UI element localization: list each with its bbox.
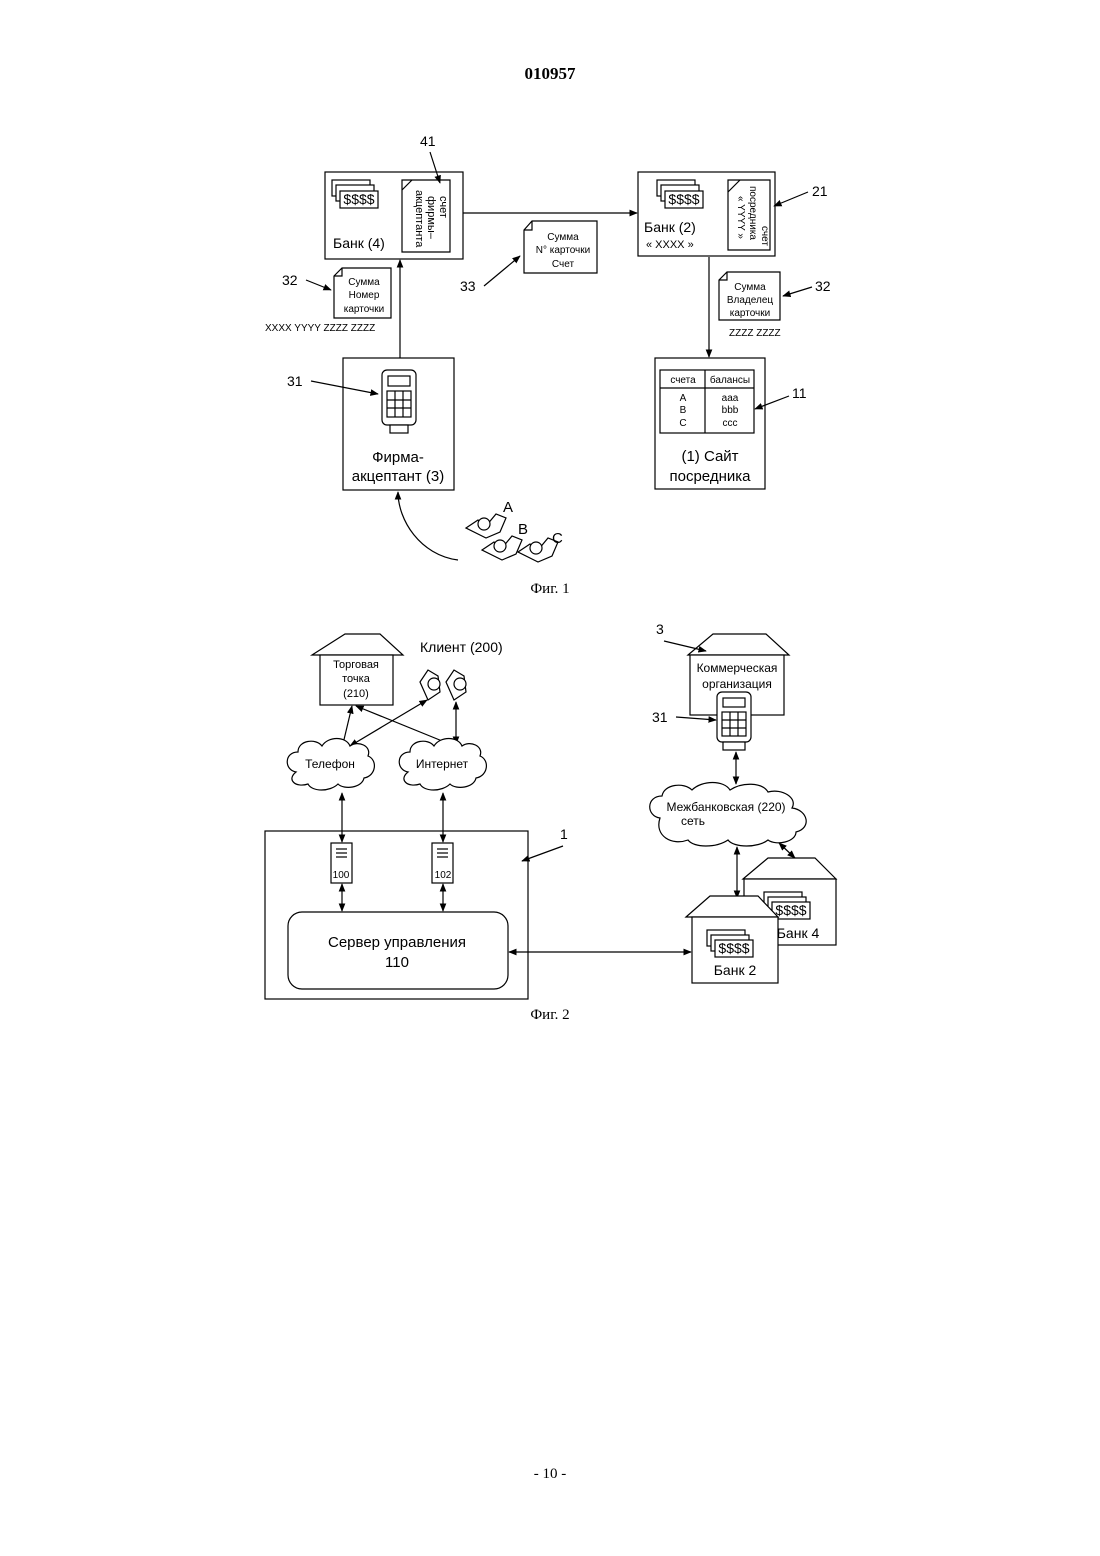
svg-text:Телефон: Телефон [305,757,355,771]
internet-cloud: Интернет [399,739,486,791]
acceptor-box: Фирма- акцептант (3) [343,358,454,490]
svg-text:$$$$: $$$$ [775,902,806,918]
svg-text:102: 102 [435,870,452,881]
svg-text:Банк 4: Банк 4 [777,925,820,941]
client-person-icon [420,670,466,700]
account-document-icon: счет посредника « YYYY » [728,180,770,250]
svg-text:точка: точка [342,673,371,685]
bank-4-box: $$$$ счет фирмы– акцептанта Банк (4) [325,172,463,259]
control-server: Сервер управления 110 [288,912,508,989]
interbank-network-cloud: Межбанковская (220) сеть [650,783,806,847]
svg-text:aaa: aaa [722,393,739,404]
svg-text:карточки: карточки [730,308,770,319]
svg-text:фирмы–: фирмы– [425,196,437,240]
client-a-icon [466,514,506,538]
document-32-right: Сумма Владелец карточки [719,272,780,320]
ref-31: 31 [287,373,303,389]
bank-2-code: « XXXX » [646,239,694,251]
svg-text:B: B [680,405,687,416]
svg-text:балансы: балансы [710,374,750,386]
client-c-label: C [552,530,563,547]
card-terminal-icon [717,692,751,750]
ref-32-left: 32 [282,272,298,288]
svg-text:карточки: карточки [344,304,384,315]
card-number-partial: ZZZZ ZZZZ [729,328,781,339]
account-document-icon: счет фирмы– акцептанта [402,180,450,252]
svg-text:Интернет: Интернет [416,757,469,771]
svg-text:посредника: посредника [747,186,758,240]
svg-text:счет: счет [437,196,449,218]
svg-text:Коммерческая: Коммерческая [697,661,778,675]
client-a-label: A [503,499,513,516]
client-b-label: B [518,521,528,538]
svg-text:Сумма: Сумма [547,232,579,243]
svg-text:Владелец: Владелец [727,295,774,306]
ref-31-fig2: 31 [652,709,668,725]
svg-text:$$$$: $$$$ [668,191,699,207]
intermediary-site-box: счета балансы A aaa B bbb C ccc (1) Сайт… [655,358,765,489]
card-terminal-icon [382,370,416,433]
svg-text:A: A [680,393,687,404]
ref-3: 3 [656,621,664,637]
svg-text:110: 110 [385,954,409,971]
svg-text:акцептанта: акцептанта [413,190,425,248]
ref-21: 21 [812,183,828,199]
page-number: - 10 - [0,1466,1100,1483]
svg-text:$$$$: $$$$ [343,191,374,207]
svg-text:C: C [679,418,686,429]
client-b-icon [482,536,522,560]
client-label: Клиент (200) [420,639,503,655]
svg-text:« YYYY »: « YYYY » [735,196,746,239]
server-102: 102 [432,843,453,883]
ref-41: 41 [420,133,436,149]
svg-text:ccc: ccc [723,418,738,429]
card-number-full: XXXX YYYY ZZZZ ZZZZ [265,323,375,334]
figure-2-caption: Фиг. 2 [530,1007,569,1023]
bank-4-label: Банк (4) [333,235,385,251]
server-100: 100 [331,843,352,883]
ref-11: 11 [792,385,807,401]
balances-table: счета балансы A aaa B bbb C ccc [660,370,754,433]
figure-1-caption: Фиг. 1 [530,581,569,597]
phone-network-cloud: Телефон [287,739,374,791]
svg-text:Торговая: Торговая [333,659,379,671]
svg-text:счета: счета [670,375,696,386]
svg-text:Номер: Номер [349,290,380,301]
clients-arrow [398,492,458,560]
ref-1: 1 [560,826,568,842]
svg-text:Счет: Счет [552,259,575,270]
figure-1: $$$$ счет фирмы– акцептанта Банк (4) 41 … [265,133,831,597]
svg-text:(1) Сайт: (1) Сайт [681,448,738,465]
bank-2-label: Банк (2) [644,219,696,235]
svg-text:посредника: посредника [670,468,752,485]
svg-text:Сумма: Сумма [348,277,380,288]
document-32-left: Сумма Номер карточки [334,268,391,318]
svg-text:$$$$: $$$$ [718,940,749,956]
svg-text:Межбанковская (220): Межбанковская (220) [666,800,785,814]
svg-text:Сумма: Сумма [734,282,766,293]
svg-text:организация: организация [702,677,772,691]
bank-2-box: $$$$ счет посредника « YYYY » Банк (2) «… [638,172,775,256]
svg-text:100: 100 [333,870,350,881]
figure-2: Торговая точка (210) Клиент (200) Телефо… [265,621,836,1023]
document-33: Сумма N° карточки Счет [524,221,597,273]
bank-2-building: $$$$ Банк 2 [686,896,778,983]
svg-text:акцептант (3): акцептант (3) [352,468,445,485]
svg-text:сеть: сеть [681,814,705,828]
svg-text:Фирма-: Фирма- [372,449,424,466]
svg-text:N° карточки: N° карточки [536,245,590,256]
svg-text:bbb: bbb [722,405,739,416]
ref-33: 33 [460,278,476,294]
ref-32-right: 32 [815,278,831,294]
svg-text:Банк 2: Банк 2 [714,962,757,978]
svg-text:Сервер управления: Сервер управления [328,934,466,951]
svg-text:(210): (210) [343,688,369,700]
shop-building: Торговая точка (210) [312,634,403,705]
svg-text:счет: счет [759,226,770,246]
